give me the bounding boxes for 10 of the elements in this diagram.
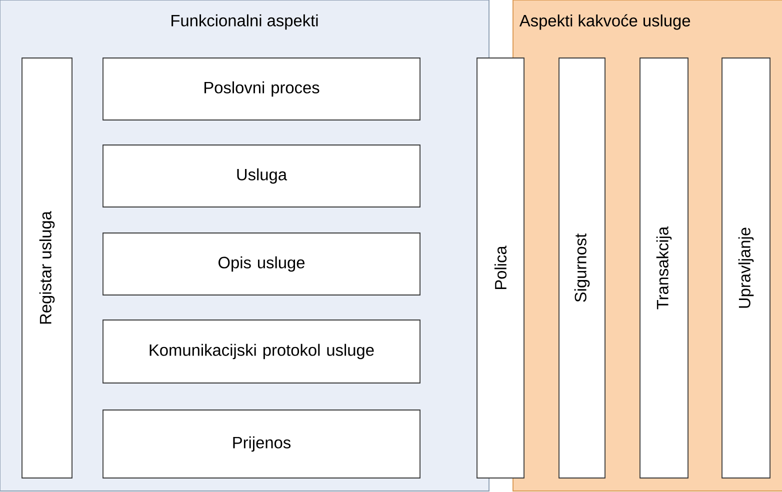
layer-box: Opis usluge	[102, 232, 420, 296]
layer-box: Komunikacijski protokol usluge	[102, 320, 420, 384]
vertical-box: Polica	[476, 58, 524, 478]
layer-box: Usluga	[102, 144, 420, 208]
vertical-box: Upravljanje	[722, 58, 770, 478]
vertical-box: Registar usluga	[22, 58, 72, 478]
vertical-box: Transakcija	[640, 58, 688, 478]
layer-box: Poslovni proces	[102, 58, 420, 120]
vertical-box: Sigurnost	[558, 58, 606, 478]
layer-box: Prijenos	[102, 410, 420, 478]
